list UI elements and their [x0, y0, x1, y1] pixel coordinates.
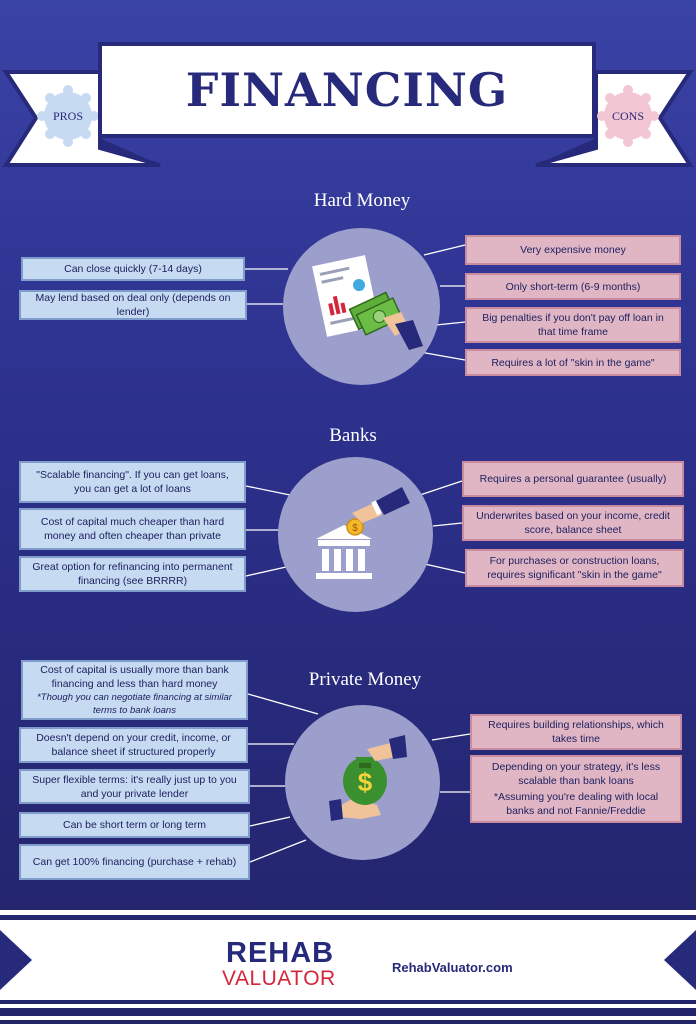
con-note: *Assuming you're dealing with local bank… — [493, 791, 659, 817]
footer-ribbon — [0, 920, 696, 1000]
cons-seal-icon — [597, 85, 659, 147]
private-money-pro-4: Can be short term or long term — [19, 812, 250, 838]
con-text: Underwrites based on your income, credit… — [476, 510, 670, 536]
private-money-pro-5: Can get 100% financing (purchase + rehab… — [19, 844, 250, 880]
banner-ribbon — [2, 70, 694, 167]
private-money-pro-1: Cost of capital is usually more than ban… — [21, 660, 248, 720]
con-text: Requires building relationships, which t… — [488, 719, 664, 745]
hard-money-pro-1: Can close quickly (7-14 days) — [21, 257, 245, 281]
banks-pro-1: "Scalable financing". If you can get loa… — [19, 461, 246, 503]
pro-text: "Scalable financing". If you can get loa… — [36, 469, 229, 495]
con-text: Depending on your strategy, it's less sc… — [491, 761, 661, 787]
private-money-pro-3: Super flexible terms: it's really just u… — [19, 769, 250, 804]
con-text: Requires a lot of "skin in the game" — [491, 356, 655, 369]
cons-label: CONS — [611, 109, 644, 123]
banks-pro-3: Great option for refinancing into perman… — [19, 556, 246, 592]
pro-text: Cost of capital much cheaper than hard m… — [40, 516, 225, 542]
section-title-private-money: Private Money — [308, 669, 422, 690]
pro-text: Cost of capital is usually more than ban… — [40, 664, 229, 690]
con-text: Big penalties if you don't pay off loan … — [482, 312, 664, 338]
svg-text:$: $ — [352, 523, 358, 534]
con-text: Requires a personal guarantee (usually) — [479, 473, 667, 485]
private-money-con-1: Requires building relationships, which t… — [470, 714, 682, 750]
pro-text: Doesn't depend on your credit, income, o… — [36, 732, 231, 758]
pro-text: May lend based on deal only (depends on … — [35, 292, 231, 318]
banks-con-1: Requires a personal guarantee (usually) — [462, 461, 684, 497]
pros-label: PROS — [52, 109, 84, 123]
hard-money-pro-2: May lend based on deal only (depends on … — [19, 290, 247, 320]
section-title-hard-money: Hard Money — [313, 190, 411, 211]
logo-rehab-text: REHAB — [226, 937, 335, 969]
hard-money-circle — [283, 228, 440, 385]
pro-text: Great option for refinancing into perman… — [32, 561, 233, 587]
con-text: Very expensive money — [520, 244, 626, 256]
con-text: Only short-term (6-9 months) — [505, 280, 641, 293]
pro-text: Can close quickly (7-14 days) — [64, 263, 202, 275]
section-title-banks: Banks — [329, 425, 377, 446]
hard-money-con-1: Very expensive money — [465, 235, 681, 265]
footer-divider-top — [0, 910, 696, 915]
pro-text: Can be short term or long term — [63, 819, 206, 831]
footer-divider-bottom-2 — [0, 1016, 696, 1020]
private-money-con-2: Depending on your strategy, it's less sc… — [470, 755, 682, 823]
logo-valuator-text: VALUATOR — [222, 967, 336, 990]
banner-title-box: FINANCING — [98, 42, 596, 138]
website-link[interactable]: RehabValuator.com — [392, 960, 513, 975]
pro-text: Can get 100% financing (purchase + rehab… — [32, 856, 237, 868]
banks-con-3: For purchases or construction loans, req… — [465, 549, 684, 587]
banks-pro-2: Cost of capital much cheaper than hard m… — [19, 508, 246, 550]
banks-con-2: Underwrites based on your income, credit… — [462, 505, 684, 541]
banks-circle: $ — [278, 457, 433, 612]
pro-text: Super flexible terms: it's really just u… — [32, 773, 237, 800]
hard-money-con-4: Requires a lot of "skin in the game" — [465, 349, 681, 376]
svg-text:$: $ — [358, 767, 373, 797]
document-money-icon — [312, 255, 423, 350]
private-money-pro-2: Doesn't depend on your credit, income, o… — [19, 727, 248, 763]
con-text: For purchases or construction loans, req… — [487, 555, 662, 581]
pros-seal-icon — [37, 85, 99, 147]
page-title: FINANCING — [185, 63, 509, 117]
hard-money-con-2: Only short-term (6-9 months) — [465, 273, 681, 300]
money-bag-hands-icon: $ — [329, 735, 407, 821]
private-money-circle: $ — [285, 705, 440, 860]
hard-money-con-3: Big penalties if you don't pay off loan … — [465, 307, 681, 343]
footer-divider-bottom — [0, 1004, 696, 1008]
bank-coin-icon: $ — [316, 487, 410, 579]
connector-lines — [0, 0, 696, 900]
pro-note: *Though you can negotiate financing at s… — [37, 692, 232, 716]
